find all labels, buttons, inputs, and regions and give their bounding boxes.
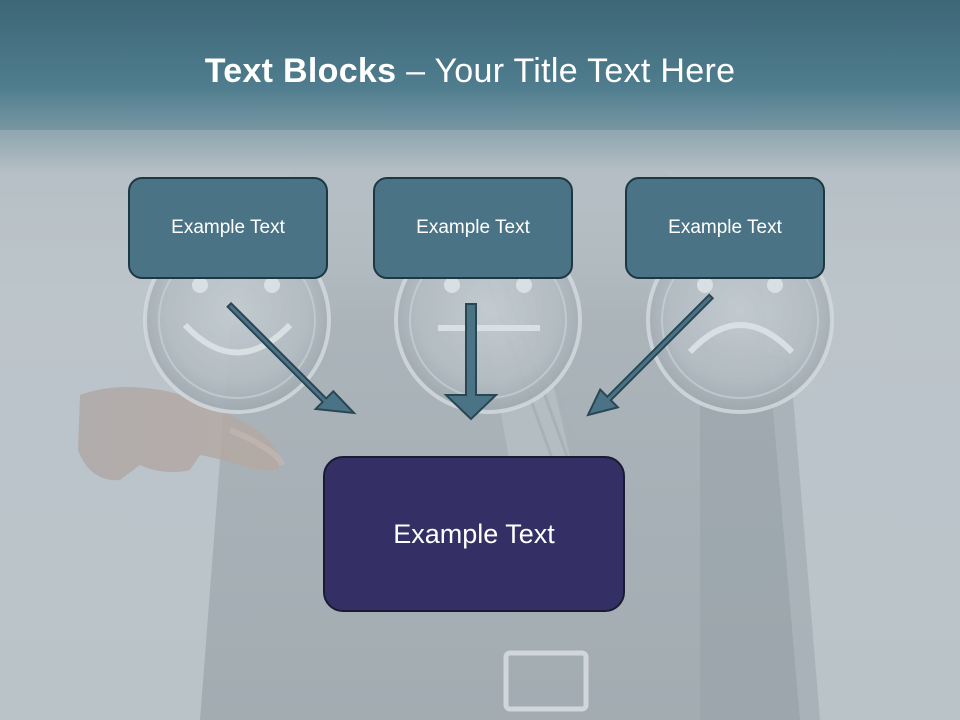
slide-title: Text Blocks – Your Title Text Here [0, 52, 940, 91]
result-block: Example Text [323, 456, 625, 612]
text-block-3: Example Text [625, 177, 825, 279]
arrow-center-down [443, 303, 499, 421]
title-bold: Text Blocks [204, 52, 397, 90]
text-block-1: Example Text [128, 177, 328, 279]
suit-sleeve [700, 330, 820, 720]
arrow-right-to-center [586, 293, 715, 417]
pointing-hand [78, 387, 285, 481]
text-block-2: Example Text [373, 177, 573, 279]
belt-buckle [503, 650, 589, 712]
title-dash: – [396, 52, 435, 90]
arrow-left-to-center [226, 301, 357, 415]
title-rest: Your Title Text Here [434, 52, 736, 90]
